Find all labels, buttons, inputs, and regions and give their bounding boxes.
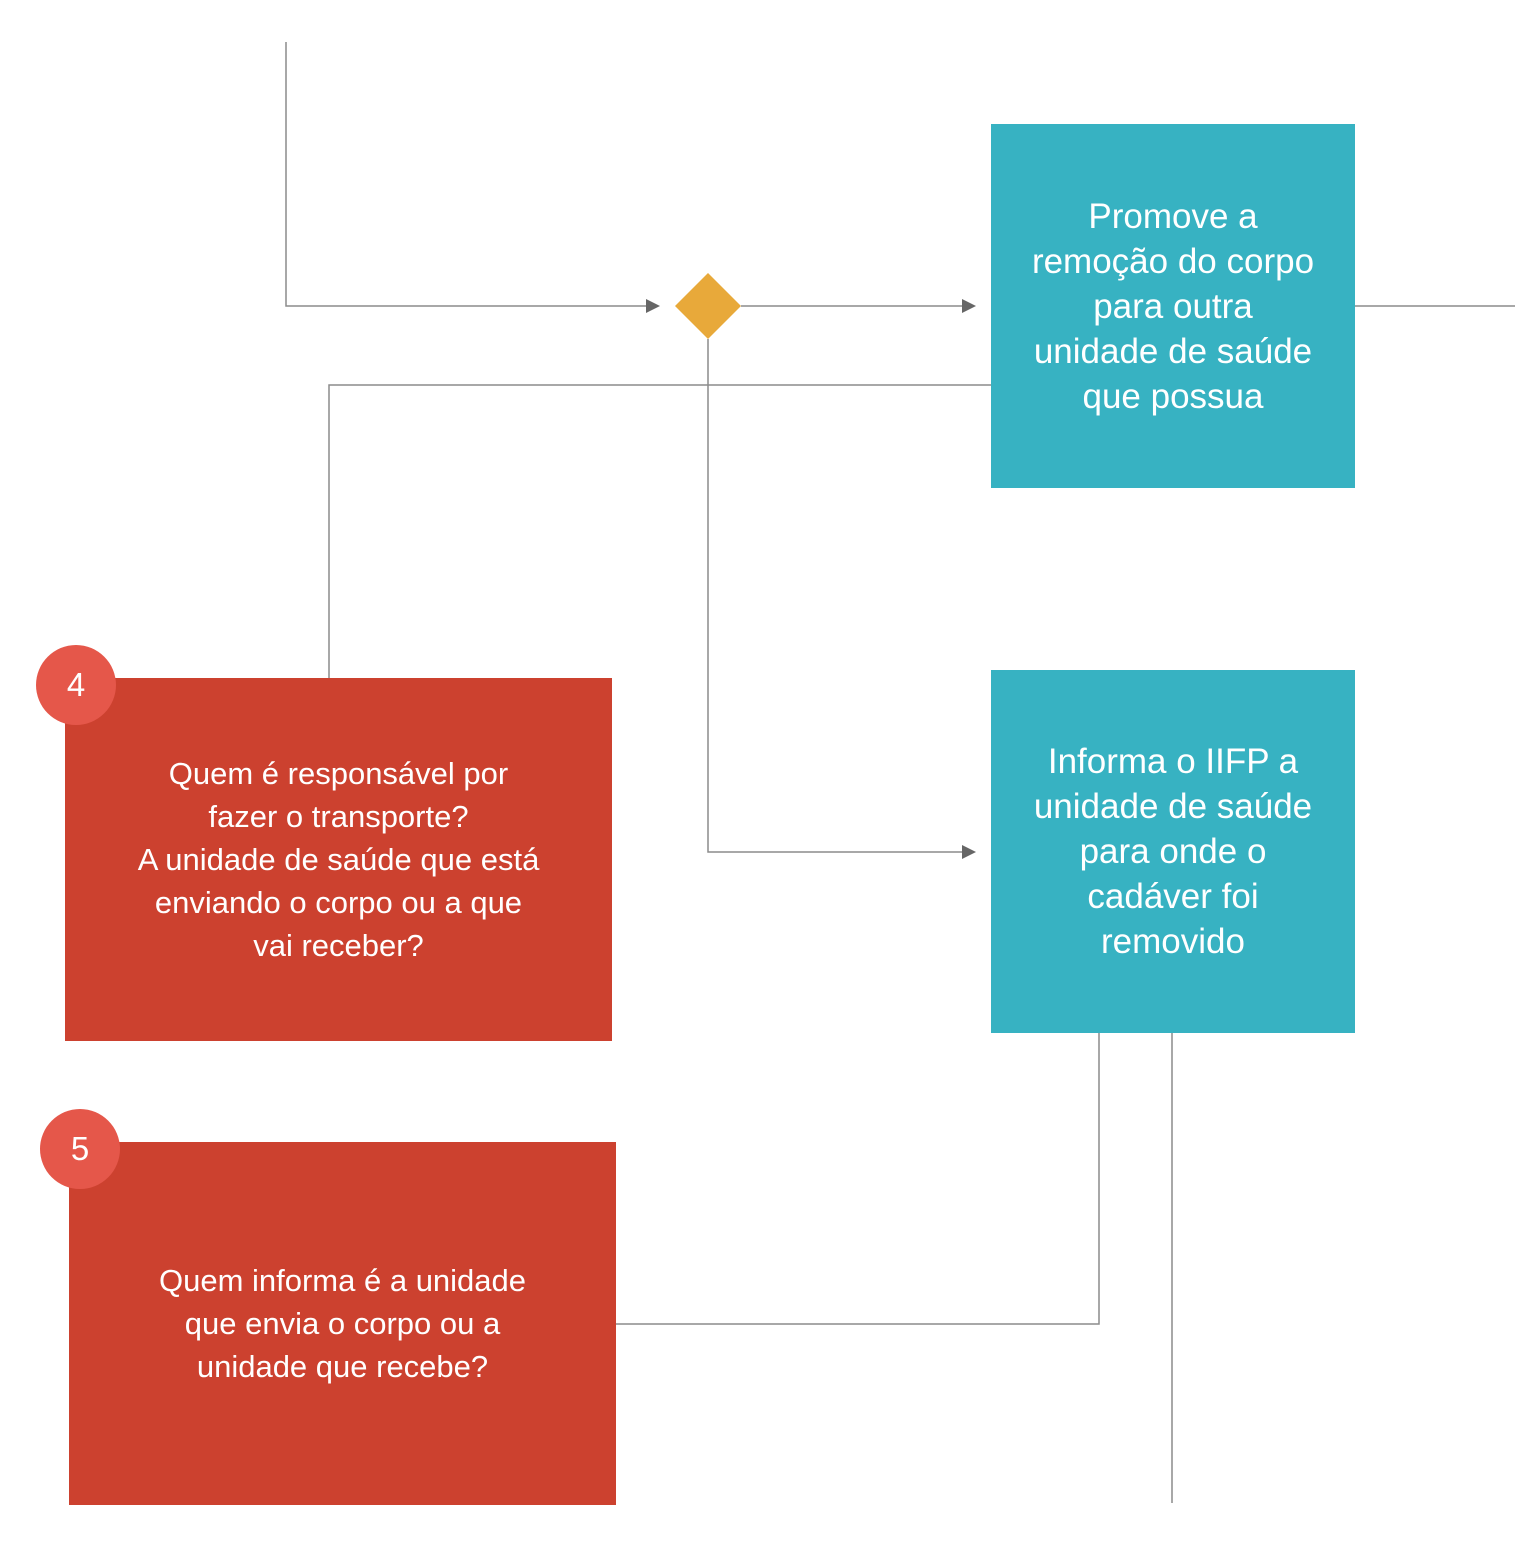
question-number-badge-4: 4 [36,645,116,725]
arrowhead-icon [962,845,976,859]
arrowhead-icon [646,299,660,313]
decision-diamond-icon [675,273,741,339]
question-text: Quem informa é a unidade que envia o cor… [158,1263,527,1384]
question-text: Quem é responsável por fazer o transport… [137,756,540,963]
process-box-label: Promove a remoção do corpo para outra un… [1031,196,1315,416]
question-box-4: Quem é responsável por fazer o transport… [65,678,612,1041]
question-number-badge-5: 5 [40,1109,120,1189]
question-box-5: Quem informa é a unidade que envia o cor… [69,1142,616,1505]
arrowhead-icon [962,299,976,313]
process-box-label: Informa o IIFP a unidade de saúde para o… [1033,742,1313,961]
process-box-promove-remocao: Promove a remoção do corpo para outra un… [991,124,1355,488]
incoming-connector [285,42,646,307]
question-5-link [616,1033,1100,1325]
gateway-to-process-2-connector [707,339,962,853]
question-4-link [328,384,991,678]
process-box-informa-iifp: Informa o IIFP a unidade de saúde para o… [991,670,1355,1033]
